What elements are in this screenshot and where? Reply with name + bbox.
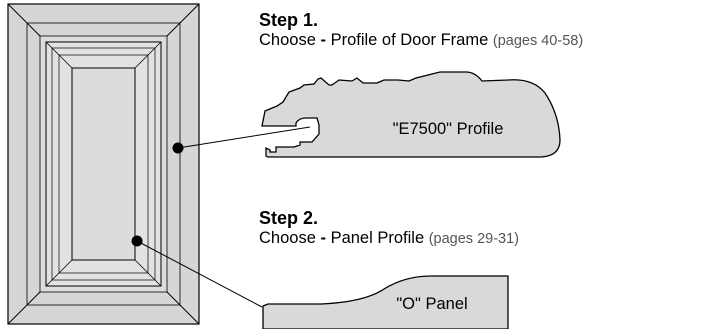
marker-dot-frame: [172, 142, 184, 154]
step2-block: Step 2. Choose - Panel Profile (pages 29…: [259, 208, 519, 249]
step2-subject: Panel Profile: [330, 229, 425, 247]
step1-choose: Choose: [259, 31, 316, 49]
panel-bevel-line: [45, 41, 73, 69]
panel-center-field: [71, 67, 136, 261]
frame-molding: [26, 22, 181, 306]
panel-profile-label: "O" Panel: [396, 295, 467, 313]
panel-raise-1: [51, 47, 156, 281]
step2-description: Choose - Panel Profile (pages 29-31): [259, 228, 519, 249]
leader-line-frame: [177, 126, 311, 149]
step2-dash: -: [320, 229, 326, 247]
step2-title: Step 2.: [259, 208, 319, 228]
frame-profile-label: "E7500" Profile: [393, 120, 504, 138]
step1-block: Step 1. Choose - Profile of Door Frame (…: [259, 10, 583, 51]
panel-bevel-line: [45, 259, 73, 287]
frame-profile-shape: [261, 71, 561, 158]
step1-description: Choose - Profile of Door Frame (pages 40…: [259, 30, 583, 51]
step1-title: Step 1.: [259, 10, 319, 30]
step2-pages: (pages 29-31): [428, 231, 519, 247]
panel-bevel-line: [134, 259, 162, 287]
panel-raise-2: [58, 54, 149, 274]
panel-bevel-line: [134, 41, 162, 69]
step1-subject: Profile of Door Frame: [330, 31, 489, 49]
marker-dot-panel: [131, 235, 143, 247]
cabinet-door: [7, 3, 200, 325]
step1-pages: (pages 40-58): [492, 33, 584, 49]
step1-dash: -: [320, 31, 326, 49]
step2-choose: Choose: [259, 229, 316, 247]
panel-profile-shape: [262, 275, 509, 330]
leader-line-panel: [136, 240, 263, 308]
